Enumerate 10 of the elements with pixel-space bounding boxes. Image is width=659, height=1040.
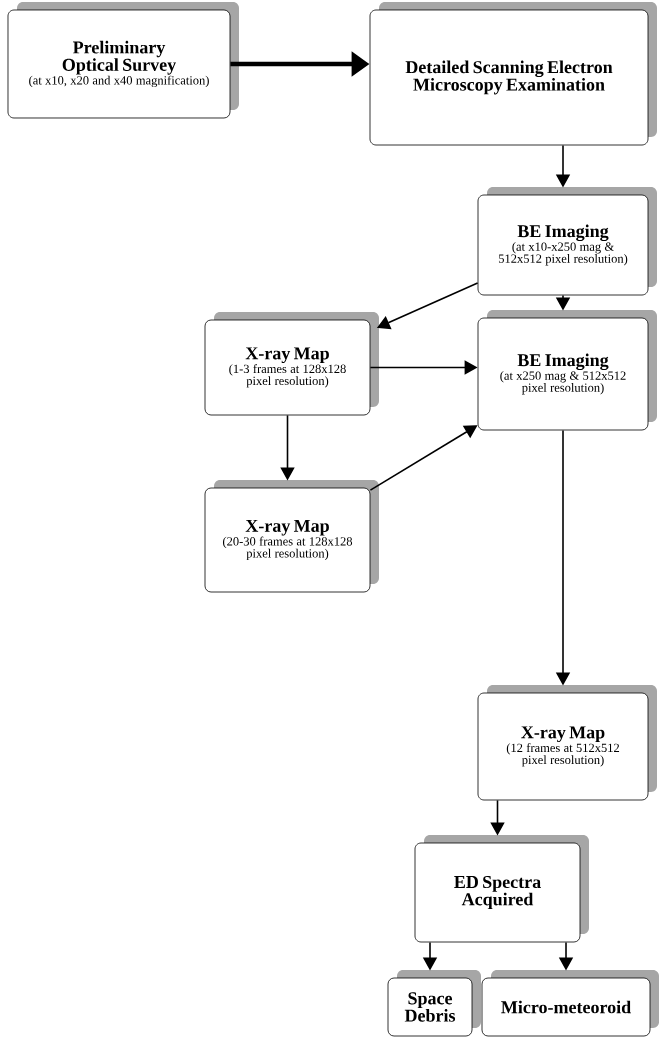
process-box: BE Imaging (at x250 mag & 512x512 pixel resolution) xyxy=(477,310,657,431)
process-box: X-ray Map (12 frames at 512x512 pixel resolution) xyxy=(477,685,657,801)
process-box: X-ray Map (20-30 frames at 128x128 pixel resolution) xyxy=(204,480,379,593)
process-box: X-ray Map (1-3 frames at 128x128 pixel resolution) xyxy=(204,312,379,416)
process-box: Micro-meteoroid xyxy=(481,970,659,1037)
process-box: Space Debris xyxy=(387,970,481,1037)
process-box: Detailed Scanning Electron Microscopy Examination xyxy=(369,2,657,146)
process-box: Preliminary Optical Survey (at x10, x20 and x40 magnification) xyxy=(7,2,239,119)
process-box: ED Spectra Acquired xyxy=(414,835,589,943)
process-box: BE Imaging (at x10-x250 mag & 512x512 pixel resolution) xyxy=(477,187,657,296)
